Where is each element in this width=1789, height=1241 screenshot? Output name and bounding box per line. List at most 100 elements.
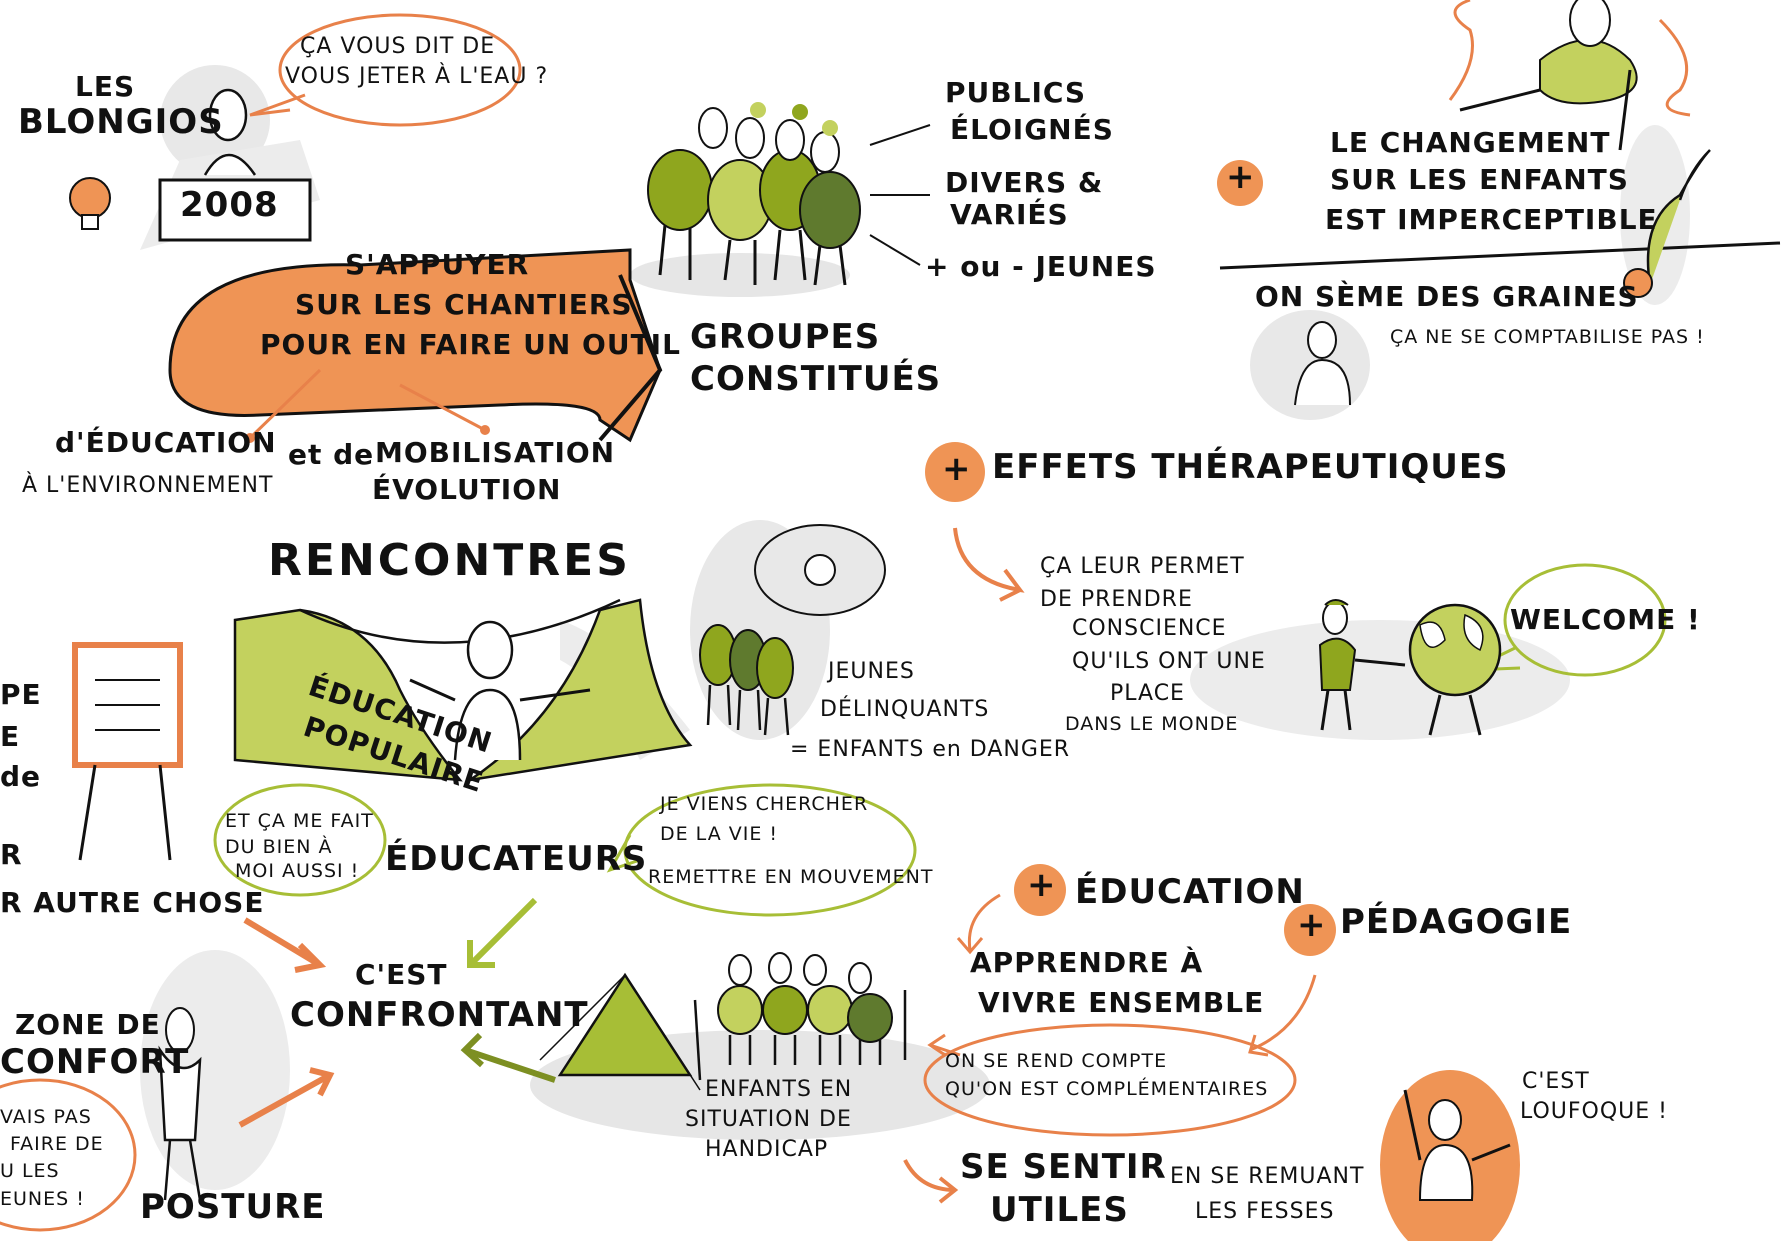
plus-circle-education bbox=[1014, 864, 1066, 916]
effets-text-3: CONSCIENCE bbox=[1072, 616, 1227, 641]
lightbulb-base-icon bbox=[81, 214, 99, 230]
loufoque-line-1: C'EST bbox=[1522, 1069, 1590, 1094]
plus-circle-changement bbox=[1217, 160, 1263, 206]
speech-bubble-jeter-tail bbox=[249, 93, 306, 117]
speech-bubble-welcome bbox=[1503, 563, 1667, 677]
effets-text-1: ÇA LEUR PERMET bbox=[1040, 554, 1245, 579]
green-arc-arrow bbox=[233, 608, 463, 782]
earth-figure bbox=[1408, 603, 1502, 736]
jeunes-line-1: JEUNES bbox=[828, 659, 915, 684]
zone-bubble bbox=[0, 1078, 137, 1232]
plus-changement: + bbox=[1226, 157, 1256, 197]
shrug-figure-body bbox=[1294, 358, 1351, 406]
plus-circle-effets bbox=[925, 442, 985, 502]
plus-circle-pedagogie bbox=[1284, 904, 1336, 956]
chercher-line-1: JE VIENS CHERCHER bbox=[660, 793, 869, 815]
connector-dot-1 bbox=[245, 433, 255, 443]
mobilisation-label: MOBILISATION bbox=[375, 436, 616, 469]
pedagogie-title: PÉDAGOGIE bbox=[1340, 902, 1573, 942]
handicap-line-2: SITUATION DE bbox=[685, 1107, 852, 1132]
education-title: ÉDUCATION bbox=[1075, 872, 1305, 912]
not-counted-label: ÇA NE SE COMPTABILISE PAS ! bbox=[1390, 326, 1705, 348]
effets-title: EFFETS THÉRAPEUTIQUES bbox=[992, 447, 1509, 487]
et-de-label: et de bbox=[288, 438, 375, 471]
left-frag-3: de bbox=[0, 760, 42, 793]
changement-line-2: SUR LES ENFANTS bbox=[1330, 163, 1629, 196]
posture-label: POSTURE bbox=[140, 1187, 326, 1227]
arrow-to-confrontant-green-2 bbox=[460, 1032, 556, 1083]
effets-text-5: PLACE bbox=[1110, 681, 1185, 706]
fesses-line-2: LES FESSES bbox=[1195, 1199, 1335, 1224]
delinquants-figures bbox=[699, 624, 794, 736]
arrow-connector-1 bbox=[248, 368, 322, 440]
speech-bubble-chercher bbox=[623, 783, 917, 917]
lightbulb-icon bbox=[69, 177, 111, 219]
welcome-label: WELCOME ! bbox=[1510, 603, 1701, 636]
speech-bubble-chercher-tail bbox=[606, 834, 641, 873]
groups-item-1b: ÉLOIGNÉS bbox=[950, 113, 1114, 146]
seeds-label: ON SÈME DES GRAINES bbox=[1255, 280, 1639, 313]
loufoque-line-2: LOUFOQUE ! bbox=[1520, 1099, 1668, 1124]
groups-line-1 bbox=[869, 124, 931, 146]
evolution-label: ÉVOLUTION bbox=[372, 473, 562, 506]
loufoque-figure-body bbox=[1418, 1143, 1474, 1201]
easel-legs bbox=[78, 764, 172, 861]
education-sub-1: APPRENDRE À bbox=[970, 946, 1204, 979]
plus-education: + bbox=[1027, 865, 1057, 905]
handicap-figures bbox=[693, 952, 907, 1081]
moi-aussi-line-2: DU BIEN À bbox=[225, 836, 333, 858]
utiles-line-2: UTILES bbox=[990, 1190, 1129, 1230]
rencontres-title: RENCONTRES bbox=[268, 535, 631, 586]
arrow-to-confrontant-green-1 bbox=[467, 897, 538, 968]
sprout-icon bbox=[1646, 149, 1711, 286]
groups-item-1a: PUBLICS bbox=[945, 76, 1087, 109]
big-orange-arrow-head bbox=[598, 274, 663, 442]
gray-blob-plant bbox=[1620, 125, 1690, 305]
plus-pedagogie: + bbox=[1297, 905, 1327, 945]
groups-figures bbox=[647, 102, 861, 286]
speech-jeter-line-1: ÇA VOUS DIT DE bbox=[300, 34, 496, 59]
arrow-to-handicap bbox=[927, 1033, 961, 1057]
groups-title-2: CONSTITUÉS bbox=[690, 359, 942, 399]
education-sub-2: VIVRE ENSEMBLE bbox=[978, 986, 1265, 1019]
handshake-figure bbox=[1318, 599, 1406, 731]
handicap-line-3: HANDICAP bbox=[705, 1137, 829, 1162]
arrow-utiles bbox=[903, 1159, 959, 1204]
arrow-effets bbox=[953, 527, 1025, 602]
groups-item-2b: VARIÉS bbox=[950, 198, 1069, 231]
groups-item-2a: DIVERS & bbox=[945, 166, 1104, 199]
left-frag-1: PE bbox=[0, 678, 42, 711]
arrow-line-1: S'APPUYER bbox=[345, 248, 530, 281]
zone-title-2: CONFORT bbox=[0, 1042, 190, 1082]
posture-figure-body bbox=[158, 1045, 202, 1201]
utiles-line-1: SE SENTIR bbox=[960, 1147, 1167, 1187]
seed-icon bbox=[1623, 268, 1653, 298]
orange-squiggle-left bbox=[1448, 0, 1474, 101]
speech-bubble-moi-aussi bbox=[213, 783, 387, 897]
zone-bubble-1: VAIS PAS bbox=[0, 1106, 92, 1128]
blongios-figure-body bbox=[203, 153, 257, 176]
educateur-figure-head bbox=[466, 620, 514, 680]
handicap-line-1: ENFANTS EN bbox=[705, 1077, 853, 1102]
arrow-connector-2 bbox=[399, 383, 486, 432]
effets-text-4: QU'ILS ONT UNE bbox=[1072, 649, 1266, 674]
arrow-to-confrontant-2 bbox=[238, 1067, 335, 1128]
posture-figure-head bbox=[165, 1007, 195, 1053]
skull-icon bbox=[804, 554, 836, 586]
moi-aussi-line-3: MOI AUSSI ! bbox=[235, 860, 360, 882]
blongios-label: BLONGIOS bbox=[18, 102, 224, 142]
orange-squiggle-right bbox=[1658, 18, 1691, 117]
gray-blob-groups bbox=[630, 253, 850, 297]
zone-bubble-4: EUNES ! bbox=[0, 1188, 85, 1210]
year-box bbox=[158, 178, 312, 242]
tent-ropes bbox=[539, 973, 701, 1091]
zone-bubble-3: U LES bbox=[0, 1160, 60, 1182]
year-label: 2008 bbox=[180, 185, 279, 225]
confrontant-line-1: C'EST bbox=[355, 958, 448, 991]
education-env-line-2: À L'ENVIRONNEMENT bbox=[22, 473, 274, 498]
blongios-figure-head bbox=[208, 88, 248, 142]
chercher-line-3: REMETTRE EN MOUVEMENT bbox=[648, 866, 934, 888]
arrow-line-3: POUR EN FAIRE UN OUTIL bbox=[260, 328, 681, 361]
groups-line-3 bbox=[869, 234, 921, 266]
